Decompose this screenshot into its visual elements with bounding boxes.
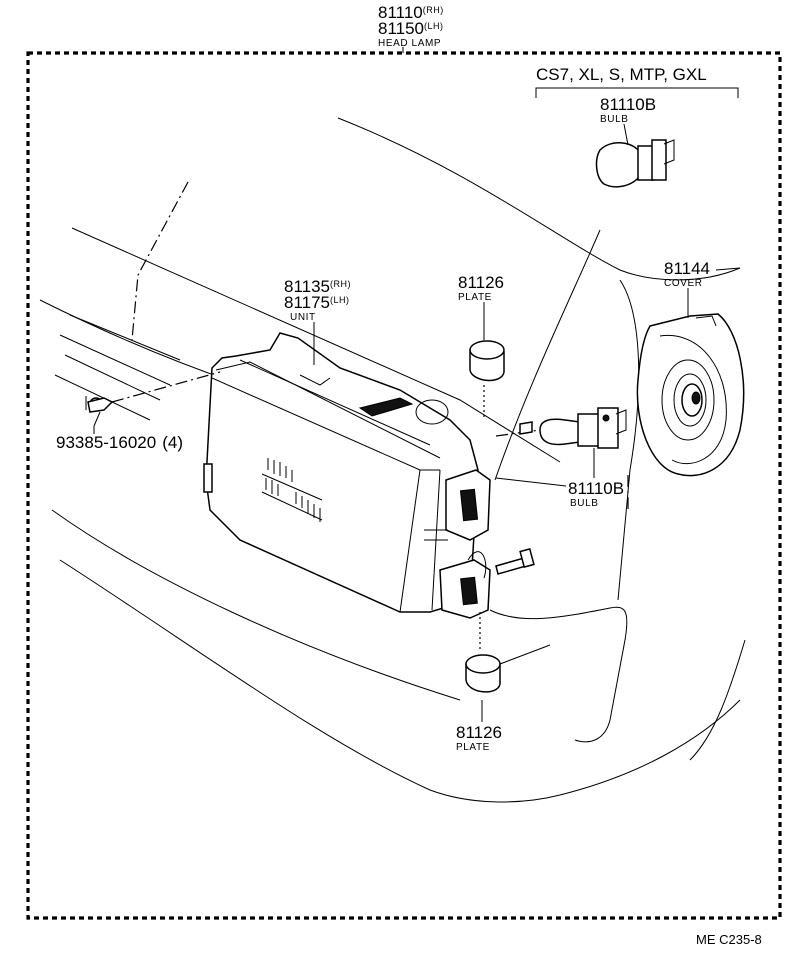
unit-lh-tag: (LH) <box>330 295 350 305</box>
plate-lower-name: PLATE <box>456 742 490 753</box>
assembly-name: HEAD LAMP <box>378 38 441 49</box>
cover-number: 81144 <box>664 259 710 278</box>
bulb-name: BULB <box>570 498 599 509</box>
diagram-code: ME C235-8 <box>696 932 762 947</box>
variant-note: CS7, XL, S, MTP, GXL <box>536 65 707 84</box>
bulb-option-leader <box>623 123 629 146</box>
vehicle-body-outline <box>39 117 746 803</box>
mounting-bolt <box>495 548 535 575</box>
assembly-frame <box>26 51 782 920</box>
bulb-part <box>495 407 627 449</box>
unit-rh-tag: (RH) <box>330 279 351 289</box>
headlamp-unit-body <box>203 332 491 619</box>
screw-fastener <box>85 371 221 427</box>
svg-text:81175(LH): 81175(LH) <box>284 293 350 312</box>
variant-bracket <box>535 87 739 98</box>
plate-upper-part <box>469 340 505 420</box>
svg-text:81110(RH): 81110(RH) <box>378 3 444 22</box>
assembly-part-rh: 81110 <box>378 3 423 22</box>
svg-text:93385-16020(4): 93385-16020 (4) <box>56 433 183 452</box>
plate-lower-number: 81126 <box>456 723 502 742</box>
screw-number: 93385-16020 <box>56 433 156 452</box>
assembly-lh-tag: (LH) <box>424 21 444 31</box>
assembly-label: 81110(RH) 81150(LH) HEAD LAMP <box>378 3 444 49</box>
plate-upper-number: 81126 <box>458 273 504 292</box>
unit-part-lh: 81175 <box>284 293 330 312</box>
bulb-number: 81110B <box>568 479 624 498</box>
screw-qty: (4) <box>162 433 183 452</box>
unit-name: UNIT <box>290 312 316 323</box>
bulb-option-part <box>595 139 675 188</box>
bulb-option-number: 81110B <box>600 95 656 114</box>
bulb-leader-left <box>495 477 567 487</box>
assembly-rh-tag: (RH) <box>423 5 444 15</box>
plate-lower-leader-right <box>499 644 551 665</box>
unit-label: 81135(RH) 81175(LH) UNIT <box>284 277 351 323</box>
bulb-option-name: BULB <box>600 114 629 125</box>
plate-lower-part <box>465 612 501 693</box>
unit-part-rh: 81135 <box>284 277 330 296</box>
cover-name: COVER <box>664 278 703 289</box>
assembly-part-lh: 81150 <box>378 19 424 38</box>
cover-part <box>636 313 745 477</box>
plate-upper-name: PLATE <box>458 292 492 303</box>
svg-text:81150(LH): 81150(LH) <box>378 19 444 38</box>
cover-leader-top <box>715 267 741 271</box>
svg-text:81135(RH): 81135(RH) <box>284 277 351 296</box>
